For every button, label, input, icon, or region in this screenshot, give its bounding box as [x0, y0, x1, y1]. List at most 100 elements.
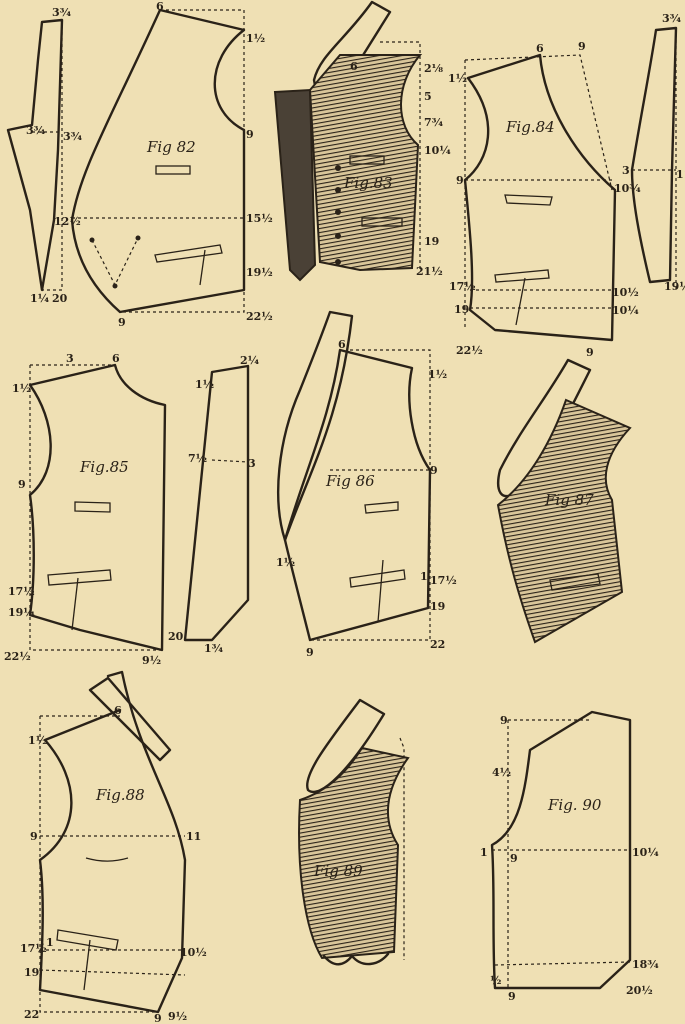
- label-19q-b: 19¼: [8, 606, 35, 619]
- fig82-body: Fig 82 6 1½ 9 15½ 19½ 22½ 9: [70, 0, 273, 329]
- label-6-c: 6: [536, 42, 544, 55]
- label-9-g: 9: [430, 464, 438, 477]
- label-7h: 7½: [188, 452, 207, 465]
- label-6-e: 6: [338, 338, 346, 351]
- label-17h-c: 17½: [430, 574, 457, 587]
- label-20-b: 20: [168, 630, 184, 643]
- label-4h: 4½: [492, 766, 511, 779]
- label-9-i: 9: [30, 830, 38, 843]
- label-19-c: 19: [430, 600, 445, 613]
- label-20h: 20½: [626, 984, 653, 997]
- label-19-b: 19: [454, 303, 469, 316]
- label-1q-b: 1¾: [204, 642, 224, 655]
- label-3q-c: 3¾: [63, 130, 83, 143]
- label-10q-b: 10¾: [614, 182, 641, 195]
- fig83: Fig.83 2⅛ 6 5 7¾ 10¼ 19 21½: [273, 0, 451, 282]
- fig87: Fig 87: [496, 358, 632, 644]
- fig86-title: Fig 86: [325, 472, 375, 490]
- label-9-e: 9: [586, 346, 594, 359]
- label-19: 19: [424, 235, 439, 248]
- label-9-l: 9: [510, 852, 518, 865]
- label-3: 3: [622, 164, 630, 177]
- fig90: Fig. 90 9 4½ 1 9 10¼ 18¾ 20½ ½ 9: [480, 710, 659, 1003]
- fig89: Fig 89: [298, 698, 410, 966]
- fig84: Fig.84 6 9 1½ 9 10¾ 17½ 19 10½ 10¼ 22½ 9: [448, 40, 641, 359]
- label-9-j: 9: [154, 1012, 162, 1024]
- label-7q: 7¾: [424, 116, 444, 129]
- label-1h-d: 1½: [195, 378, 214, 391]
- label-9-b: 9: [118, 316, 126, 329]
- label-half: ½: [490, 974, 501, 987]
- label-9h: 9½: [142, 654, 161, 667]
- label-9-c: 9: [578, 40, 586, 53]
- label-19-d: 19: [24, 966, 39, 979]
- fig90-title: Fig. 90: [547, 796, 602, 814]
- label-22h: 22½: [246, 310, 273, 323]
- label-9-h: 9: [306, 646, 314, 659]
- label-19q: 19¼: [664, 280, 685, 293]
- label-15h: 15½: [246, 212, 273, 225]
- label-6-f: 6: [114, 704, 122, 717]
- label-21h: 21½: [416, 265, 443, 278]
- fig82-pocket-top: [155, 165, 191, 175]
- label-17h-b: 17½: [8, 585, 35, 598]
- label-22: 22: [430, 638, 445, 651]
- label-10q: 10¼: [424, 144, 451, 157]
- fig89-title: Fig 89: [313, 862, 363, 880]
- label-17h: 17½: [449, 280, 476, 293]
- label-1h-a: 1½: [246, 32, 265, 45]
- label-6: 6: [156, 0, 164, 13]
- fig82-title: Fig 82: [146, 138, 196, 156]
- label-1h-e: 1½: [428, 368, 447, 381]
- fig85-strip: 2¼ 1½ 7½ 3 20 1¾: [168, 354, 260, 655]
- fig84-strip: 3¾ 3 11 19¼: [622, 12, 685, 293]
- label-11: 11: [676, 168, 685, 181]
- label-9-k: 9: [500, 714, 508, 727]
- label-1h-c: 1½: [12, 382, 31, 395]
- label-1h-f: 1½: [276, 556, 295, 569]
- label-10q-d: 10¼: [632, 846, 659, 859]
- fig82-pocket-bottom: [154, 244, 223, 263]
- label-19h: 19½: [246, 266, 273, 279]
- fig82-dart: [199, 249, 206, 286]
- label-3q-b: 3¾: [26, 124, 46, 137]
- label-20: 20: [52, 292, 68, 305]
- label-9h-b: 9½: [168, 1010, 187, 1023]
- label-17h-d: 17½: [20, 942, 47, 955]
- label-9: 9: [246, 128, 254, 141]
- label-2q: 2¼: [240, 354, 260, 367]
- label-1: 1: [420, 570, 428, 583]
- label-1h-g: 1½: [28, 734, 47, 747]
- fig86: Fig 86 6 1½ 9 1½ 1 17½ 19 9 22: [276, 310, 457, 659]
- fig85-title: Fig.85: [79, 458, 129, 476]
- label-2e: 2⅛: [424, 62, 444, 75]
- label-9-d: 9: [456, 174, 464, 187]
- label-9-f: 9: [18, 478, 26, 491]
- label-9-m: 9: [508, 990, 516, 1003]
- label-11-b: 11: [186, 830, 201, 843]
- fig88: Fig.88 1½ 6 9 11 17½ 1 10½ 19 22 9 9½: [20, 670, 207, 1024]
- fig87-title: Fig 87: [544, 491, 594, 509]
- label-22-b: 22: [24, 1008, 39, 1021]
- label-3-c: 3: [248, 457, 256, 470]
- label-6-d: 6: [112, 352, 120, 365]
- label-3q-d: 3¾: [662, 12, 682, 25]
- label-3-b: 3: [66, 352, 74, 365]
- label-10q-c: 10¼: [612, 304, 639, 317]
- fig83-title: Fig.83: [343, 174, 393, 192]
- label-10h: 10½: [612, 286, 639, 299]
- label-3q: 3¾: [52, 6, 72, 19]
- label-1-b: 1: [46, 936, 54, 949]
- fig84-title: Fig.84: [505, 118, 555, 136]
- label-22h-c: 22½: [4, 650, 31, 663]
- label-6-b: 6: [350, 60, 358, 73]
- label-10h-b: 10½: [180, 946, 207, 959]
- label-18q: 18¾: [632, 958, 659, 971]
- fig88-title: Fig.88: [95, 786, 145, 804]
- label-12h: 12½: [54, 215, 81, 228]
- label-1h-b: 1½: [448, 72, 467, 85]
- label-1-c: 1: [480, 846, 488, 859]
- fig85: Fig.85 3 6 1½ 9 17½ 19¼ 22½ 9½: [4, 352, 167, 667]
- fig82-strip: 3¾ 3¾ 3¾ 12½ 1¼ 20: [6, 6, 83, 305]
